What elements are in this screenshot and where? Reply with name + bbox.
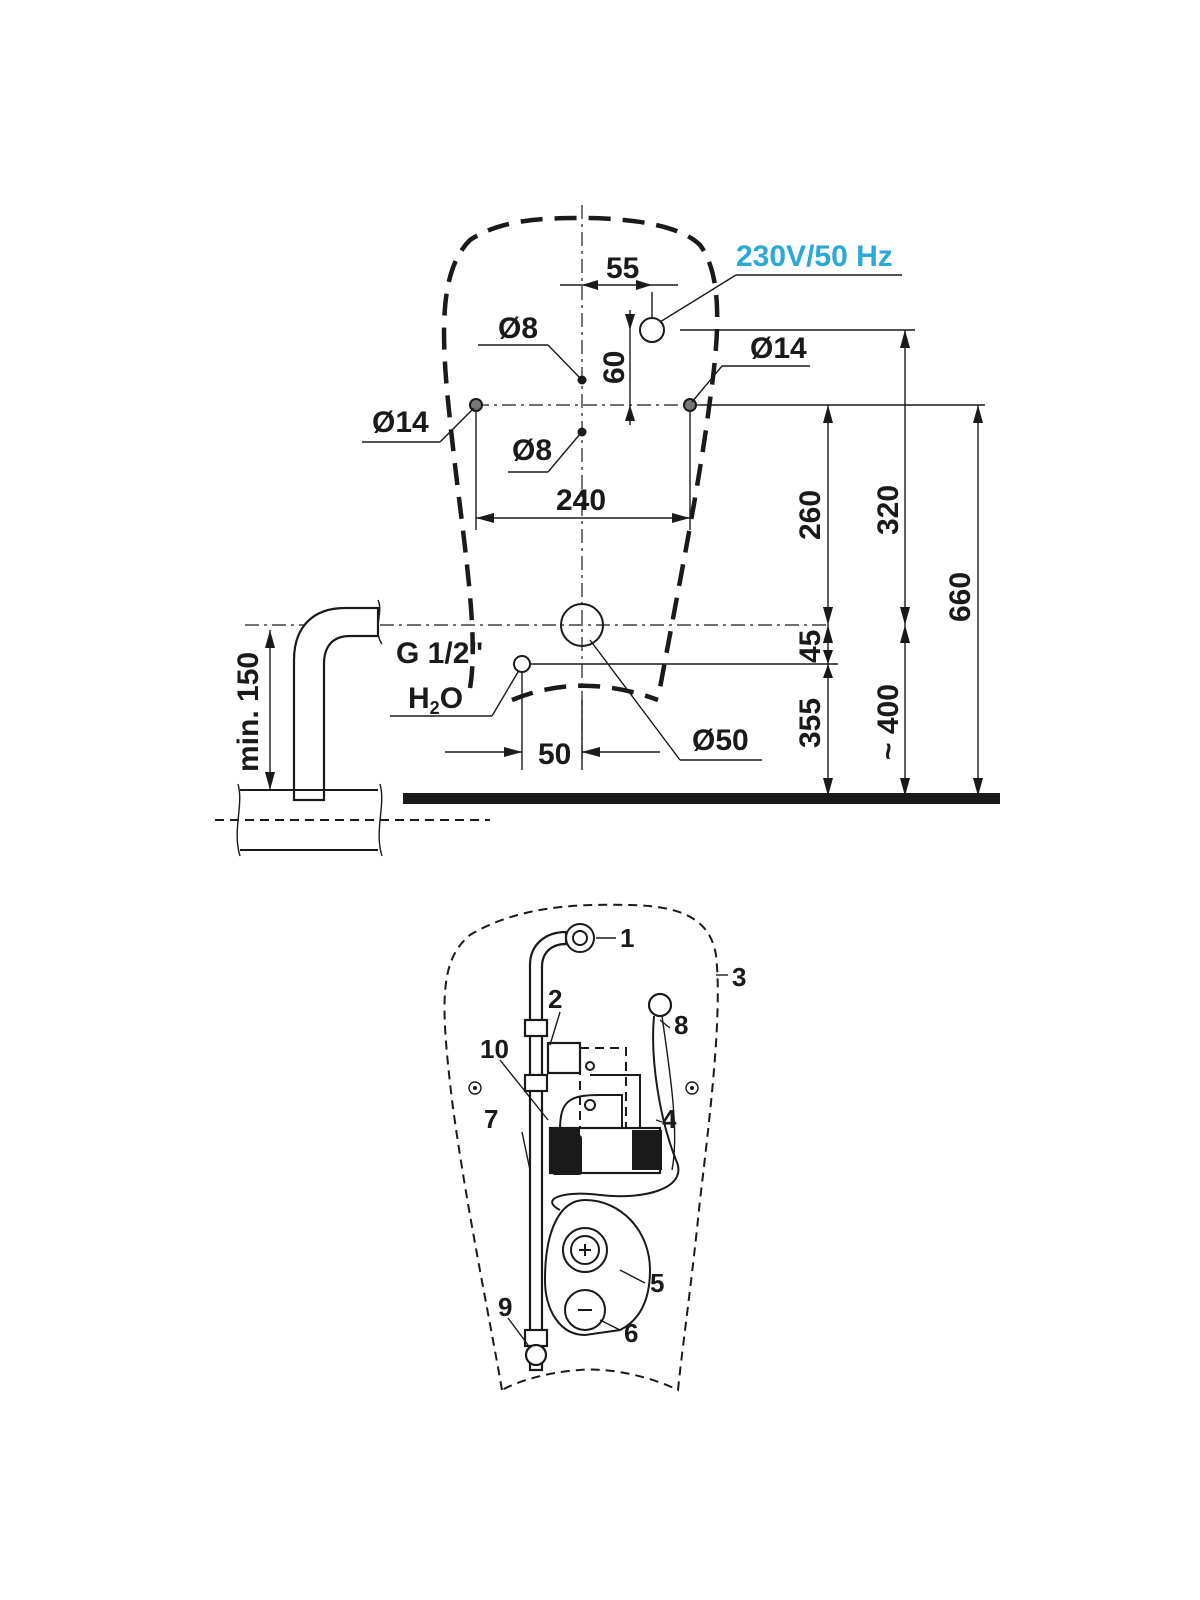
dim-660: 660 [944, 572, 977, 622]
dim-260: 260 [794, 490, 827, 540]
callout-2: 2 [548, 984, 562, 1014]
dim-50: 50 [538, 738, 571, 771]
label-d8-upper: Ø8 [498, 312, 538, 345]
outlet-d50 [560, 603, 604, 647]
urinal-bottom-curve [511, 683, 659, 703]
top-view: 55 60 230V/50 Hz Ø8 Ø8 Ø14 Ø14 240 [215, 205, 1000, 857]
callout-1: 1 [620, 923, 634, 953]
urinal-outline-bottom [443, 903, 719, 1392]
callout-6: 6 [624, 1318, 638, 1348]
outlet-6 [564, 1289, 606, 1331]
mount-screw-right [685, 1081, 699, 1095]
callout-7: 7 [484, 1104, 498, 1134]
control-module-10 [552, 1135, 582, 1175]
label-d14-right: Ø14 [750, 332, 807, 365]
dim-400: ~ 400 [872, 684, 905, 760]
drain-valve-9 [524, 1343, 548, 1367]
water-label: H2O [408, 682, 463, 718]
callout-9: 9 [498, 1292, 512, 1322]
power-label: 230V/50 Hz [736, 240, 893, 273]
dim-240: 240 [556, 484, 606, 517]
hole-d14-right [683, 398, 697, 412]
dim-55: 55 [606, 252, 639, 285]
dim-320: 320 [872, 485, 905, 535]
callout-8: 8 [674, 1010, 688, 1040]
dim-355: 355 [794, 698, 827, 748]
callout-5: 5 [650, 1268, 664, 1298]
label-d50: Ø50 [692, 724, 749, 757]
water-inlet-hole [513, 655, 531, 673]
dim-min150: min. 150 [232, 652, 265, 772]
floor-line [403, 793, 1000, 804]
dim-45: 45 [794, 630, 827, 663]
urinal-outline-top [441, 215, 720, 689]
drain-plus [562, 1227, 608, 1273]
hole-d14-left [469, 398, 483, 412]
supply-pipe [215, 599, 490, 857]
inlet-connection [565, 923, 595, 953]
dim-60: 60 [598, 351, 631, 384]
sensor-8 [647, 992, 673, 1018]
bottom-view: 1 2 3 4 5 6 7 8 9 10 [443, 903, 746, 1392]
label-d8-lower: Ø8 [512, 434, 552, 467]
mount-screw-left [468, 1081, 482, 1095]
callout-10: 10 [480, 1034, 509, 1064]
label-d14-left: Ø14 [372, 406, 429, 439]
callout-3: 3 [732, 962, 746, 992]
thread-label: G 1/2" [396, 637, 484, 670]
callout-4: 4 [662, 1104, 677, 1134]
